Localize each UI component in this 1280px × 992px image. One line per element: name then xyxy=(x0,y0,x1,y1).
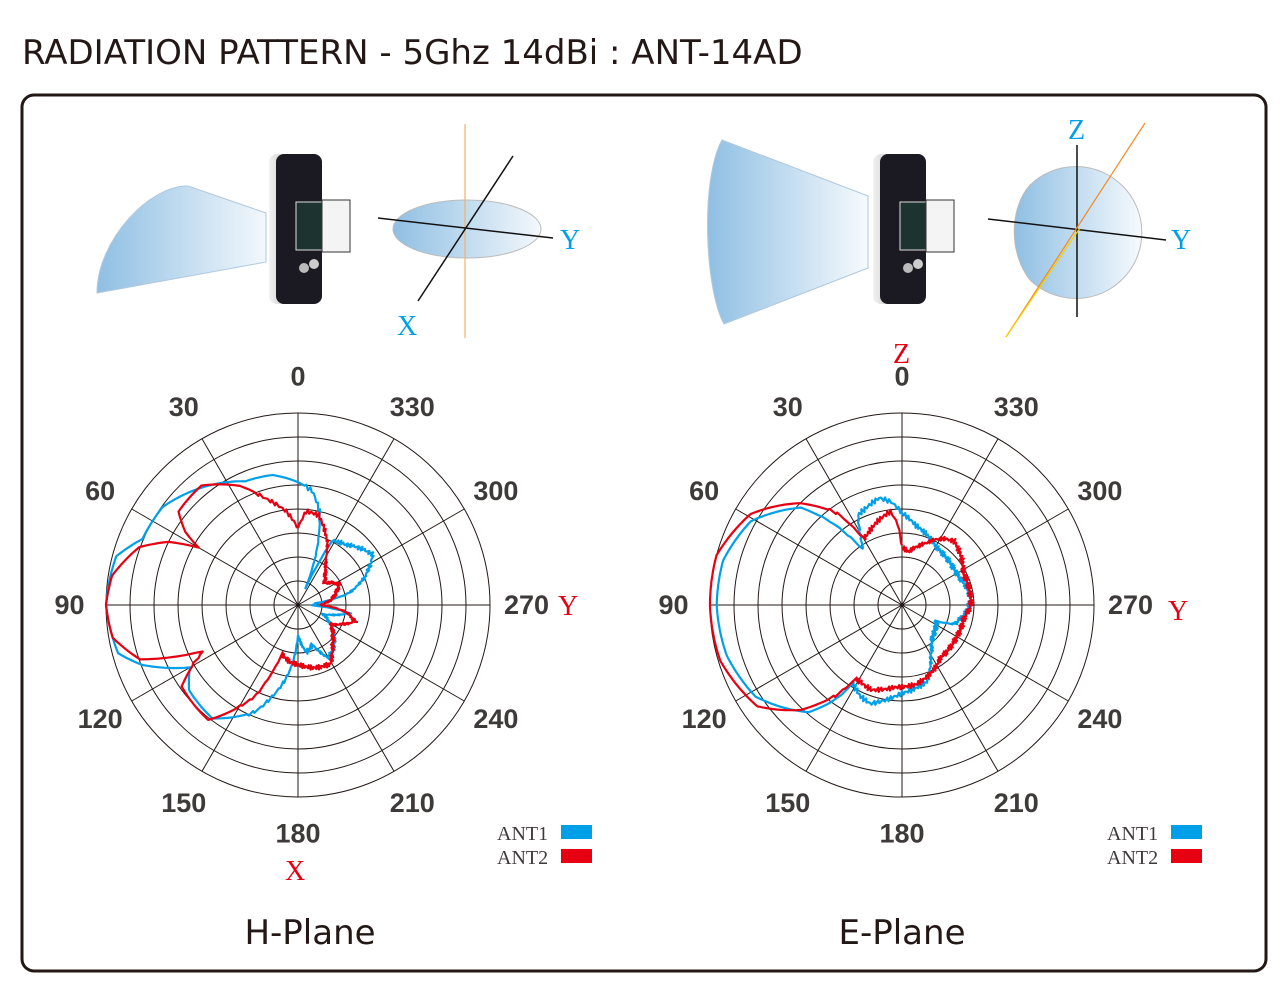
angle-tick-label: 90 xyxy=(658,590,688,620)
e-plane-illustration: Z Y xyxy=(707,115,1191,338)
polar-axis-label-right: Y xyxy=(1168,596,1188,627)
legend-label-ant1: ANT1 xyxy=(1107,823,1158,845)
chart-title: H-Plane xyxy=(244,913,375,953)
polar-spoke xyxy=(901,438,999,606)
axis-label-z: Z xyxy=(1068,115,1085,146)
angle-tick-label: 330 xyxy=(994,392,1039,422)
legend-swatch-ant2 xyxy=(561,849,592,863)
angle-tick-label: 270 xyxy=(504,590,549,620)
angle-tick-label: 210 xyxy=(390,788,435,818)
polar-grid: 0 30 60 90 120 150 180 210 240 270 300 330 xyxy=(658,362,1153,849)
h-plane-illustration: Y X xyxy=(96,124,580,342)
angle-tick-label: 60 xyxy=(85,476,115,506)
polar-spoke xyxy=(201,438,299,606)
series-line-ant1 xyxy=(715,496,974,714)
angle-tick-label: 30 xyxy=(169,392,199,422)
legend-label-ant2: ANT2 xyxy=(1107,847,1158,869)
polar-spoke xyxy=(901,604,1069,702)
angle-tick-label: 330 xyxy=(390,392,435,422)
x-axis-line xyxy=(417,155,514,302)
angle-tick-label: 60 xyxy=(689,476,719,506)
legend-label-ant2: ANT2 xyxy=(497,847,548,869)
polar-spoke xyxy=(901,604,999,772)
series-line-ant2 xyxy=(104,483,359,722)
pattern-sphere xyxy=(1013,166,1143,299)
polar-axis-label-right: Y xyxy=(558,591,578,622)
angle-tick-label: 180 xyxy=(275,818,320,848)
angle-tick-label: 30 xyxy=(773,392,803,422)
figure-frame xyxy=(20,93,1268,973)
polar-spoke xyxy=(131,508,299,606)
polar-spoke xyxy=(735,604,903,702)
angle-tick-label: 120 xyxy=(682,704,727,734)
series-line-ant2 xyxy=(708,502,975,712)
page-title: RADIATION PATTERN - 5Ghz 14dBi : ANT-14A… xyxy=(22,33,803,73)
polar-spoke xyxy=(901,508,1069,606)
polar-axis-label-top: Z xyxy=(893,339,910,370)
beam-shape xyxy=(707,139,869,325)
legend-swatch-ant1 xyxy=(1171,825,1202,839)
beam-shape xyxy=(96,185,267,294)
angle-tick-label: 120 xyxy=(78,704,123,734)
polar-grid: 0 30 60 90 120 150 180 210 240 270 300 330 xyxy=(54,362,549,849)
pattern-ellipse xyxy=(392,199,542,259)
y-axis-line xyxy=(987,218,1167,241)
polar-spoke xyxy=(297,438,395,606)
polar-spoke xyxy=(201,604,299,772)
polar-spoke xyxy=(805,604,903,772)
axis-label-y: Y xyxy=(1171,225,1191,256)
polar-spoke xyxy=(131,604,299,702)
angle-tick-label: 90 xyxy=(54,590,84,620)
polar-spoke xyxy=(297,508,465,606)
angle-tick-label: 300 xyxy=(473,476,518,506)
angle-tick-label: 0 xyxy=(894,362,909,392)
angle-tick-label: 240 xyxy=(473,704,518,734)
angle-tick-label: 180 xyxy=(879,818,924,848)
angle-tick-label: 150 xyxy=(765,788,810,818)
antenna-icon xyxy=(269,154,351,304)
series-line-ant1 xyxy=(104,473,375,720)
x-axis-line-lower xyxy=(1005,227,1081,338)
angle-tick-label: 0 xyxy=(290,362,305,392)
legend-swatch-ant1 xyxy=(561,825,592,839)
h-plane-polar-chart: 0 30 60 90 120 150 180 210 240 270 300 330 Y X ANT1… xyxy=(54,362,592,953)
angle-tick-label: 300 xyxy=(1077,476,1122,506)
antenna-icon xyxy=(873,154,955,304)
polar-spoke xyxy=(297,604,465,702)
angle-tick-label: 150 xyxy=(161,788,206,818)
chart-title: E-Plane xyxy=(838,913,965,953)
angle-tick-label: 240 xyxy=(1077,704,1122,734)
polar-spoke xyxy=(297,604,395,772)
legend-label-ant1: ANT1 xyxy=(497,823,548,845)
axis-label-x: X xyxy=(397,311,417,342)
polar-spoke xyxy=(805,438,903,606)
axis-label-y: Y xyxy=(560,225,580,256)
polar-series xyxy=(708,496,975,714)
polar-spoke xyxy=(735,508,903,606)
angle-tick-label: 210 xyxy=(994,788,1039,818)
polar-series xyxy=(104,473,375,722)
e-plane-polar-chart: 0 30 60 90 120 150 180 210 240 270 300 330 Y Z ANT1… xyxy=(658,339,1202,953)
angle-tick-label: 270 xyxy=(1108,590,1153,620)
legend-swatch-ant2 xyxy=(1171,849,1202,863)
x-axis-line xyxy=(1005,122,1146,338)
polar-axis-label-bottom: X xyxy=(285,856,305,887)
